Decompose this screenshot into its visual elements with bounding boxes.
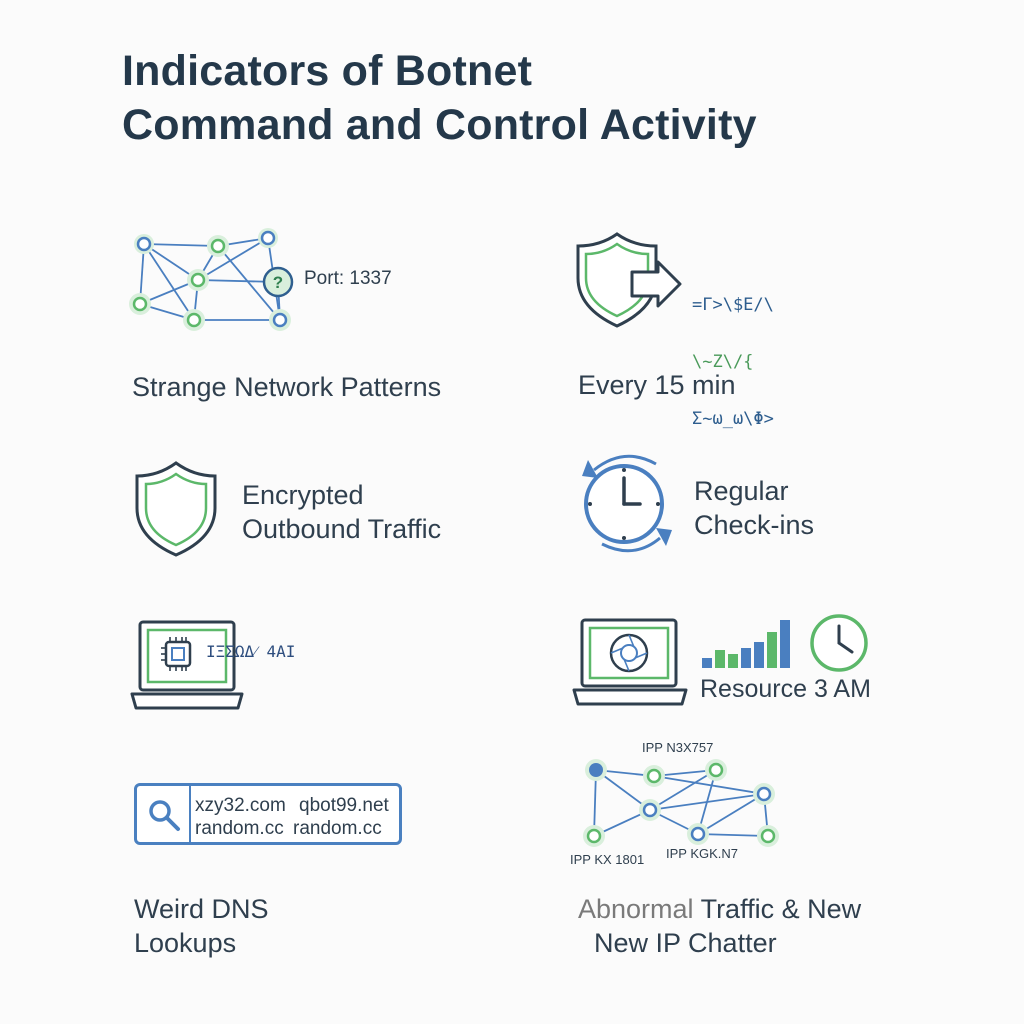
dns-caption-line-2: Lookups: [134, 928, 237, 958]
checkins-caption: Regular Check-ins: [694, 474, 814, 542]
ip-label-left: IPP KX 1801: [570, 852, 645, 867]
page-title: Indicators of Botnet Command and Control…: [122, 44, 882, 152]
ip-label-right: IPP KGK.N7: [666, 846, 739, 861]
ip-chatter-caption-part-2: Traffic & New: [693, 894, 862, 924]
network-caption: Strange Network Patterns: [132, 372, 442, 402]
dns-domain-1: xzy32.com: [195, 795, 286, 816]
dns-box-divider: [189, 786, 191, 842]
ip-chatter-caption-part-1: Abnormal: [578, 894, 694, 924]
dns-domain-2: qbot99.net: [299, 795, 389, 816]
dns-caption-line-1: Weird DNS: [134, 894, 269, 924]
title-line-2: Command and Control Activity: [122, 101, 757, 149]
shield-arrow-icon: [576, 232, 682, 328]
resource-bar-chart-icon: [702, 620, 790, 668]
ip-chatter-caption: Abnormal Traffic & New New IP Chatter: [578, 892, 861, 960]
title-line-1: Indicators of Botnet: [122, 47, 533, 95]
resource-label: Resource 3 AM: [700, 675, 871, 703]
ip-network-icon: [583, 759, 779, 847]
ip-chatter-caption-line-2: New IP Chatter: [594, 928, 777, 958]
dns-domain-3: random.cc: [195, 818, 284, 839]
checkins-line-1: Regular: [694, 476, 789, 506]
laptop-chip-icon: [130, 620, 244, 710]
dns-caption: Weird DNS Lookups: [134, 892, 269, 960]
laptop-glitch-text: ΙΞΣΩΔ⁄ 4ΑΙ: [206, 642, 296, 661]
encrypted-caption: Encrypted Outbound Traffic: [242, 478, 441, 546]
svg-text:?: ?: [273, 273, 283, 292]
ip-chatter-caption-line-1: Abnormal Traffic & New: [578, 892, 861, 926]
port-label: Port: 1337: [304, 268, 392, 289]
network-graph-icon: ?: [129, 228, 294, 331]
beacon-caption: Every 15 min: [578, 370, 736, 400]
ip-label-top: IPP N3X757: [642, 740, 714, 755]
clock-icon: [810, 614, 868, 672]
laptop-aperture-icon: [572, 618, 688, 706]
search-icon: [149, 800, 180, 831]
encrypted-line-2: Outbound Traffic: [242, 514, 442, 544]
encrypted-line-1: Encrypted: [242, 480, 364, 510]
beacon-code-line-2: \~Z\/{: [692, 352, 754, 372]
dns-search-box: xzy32.com qbot99.net random.cc random.cc: [134, 783, 402, 845]
cycle-clock-icon: [582, 454, 672, 553]
dns-domain-4: random.cc: [293, 818, 382, 839]
beacon-code-line-3: Σ~ω_ω\Φ>: [692, 409, 774, 429]
checkins-line-2: Check-ins: [694, 510, 815, 540]
beacon-code-line-1: =Γ>\$E/\: [692, 295, 774, 315]
beacon-code-block: =Γ>\$E/\ \~Z\/{ Σ~ω_ω\Φ>: [692, 258, 774, 448]
shield-icon: [135, 461, 217, 557]
